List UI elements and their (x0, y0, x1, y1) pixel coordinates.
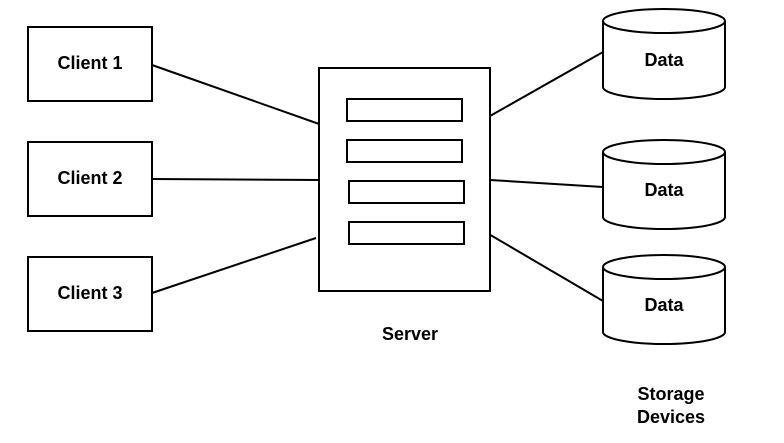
connector-server-storage-1 (489, 51, 604, 117)
storage-label-1: Data (644, 50, 684, 70)
client-label-2: Client 2 (57, 168, 122, 188)
client-label-1: Client 1 (57, 53, 122, 73)
storage-cylinder-2: Data (602, 139, 726, 230)
storage-caption-line-2: Devices (637, 407, 705, 427)
server-slot-4 (348, 221, 465, 245)
storage-cylinder-3: Data (602, 254, 726, 345)
storage-caption-line-1: Storage (637, 384, 704, 404)
connector-server-storage-2 (489, 179, 604, 188)
connector-client-1-server (151, 64, 323, 126)
server-slot-2 (346, 139, 463, 163)
storage-label-3: Data (644, 295, 684, 315)
connector-server-storage-3 (486, 232, 604, 302)
server-slot-3 (348, 180, 465, 204)
storage-cylinder-1: Data (602, 8, 726, 100)
client-box-2: Client 2 (27, 141, 153, 217)
client-box-1: Client 1 (27, 26, 153, 102)
connector-client-2-server (151, 178, 320, 181)
client-label-3: Client 3 (57, 283, 122, 303)
connector-client-3-server (151, 237, 317, 294)
server-slot-1 (346, 98, 463, 122)
server-label: Server (382, 324, 438, 344)
server-box (318, 67, 491, 292)
client-box-3: Client 3 (27, 256, 153, 332)
storage-label-2: Data (644, 180, 684, 200)
